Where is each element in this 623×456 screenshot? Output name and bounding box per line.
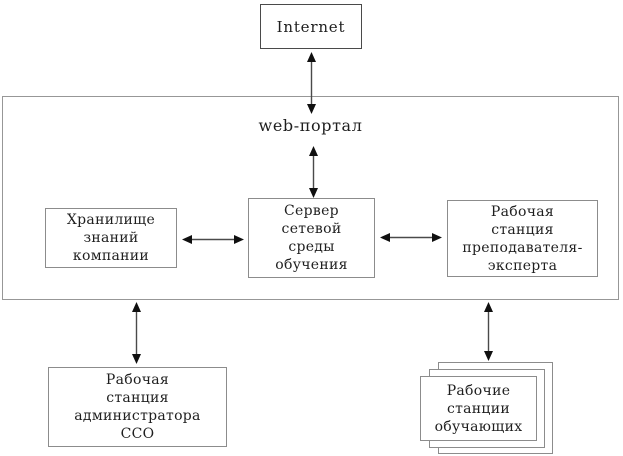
- expert-workstation-label: Рабочая станция преподавателя- эксперта: [462, 203, 583, 274]
- expert-workstation-node: Рабочая станция преподавателя- эксперта: [447, 200, 598, 277]
- admin-workstation-label: Рабочая станция администратора ССО: [74, 372, 201, 442]
- learner-workstations-stack: Рабочие станции обучающих: [420, 362, 554, 456]
- double-arrow-boundary-admin: [132, 302, 141, 364]
- internet-node: Internet: [260, 4, 362, 49]
- knowledge-store-label: Хранилище знаний компании: [66, 212, 156, 264]
- admin-workstation-node: Рабочая станция администратора ССО: [48, 367, 227, 447]
- double-arrow-internet-portal: [307, 52, 316, 114]
- web-portal-label: web-портал: [258, 116, 363, 135]
- learning-server-node: Сервер сетевой среды обучения: [248, 198, 375, 278]
- learner-workstations-label: Рабочие станции обучающих: [434, 382, 523, 435]
- double-arrow-portal-server: [309, 146, 318, 198]
- learning-server-label: Сервер сетевой среды обучения: [275, 203, 348, 273]
- learner-workstations-node: Рабочие станции обучающих: [420, 376, 537, 441]
- knowledge-store-node: Хранилище знаний компании: [45, 208, 177, 268]
- double-arrow-store-server: [182, 235, 244, 244]
- internet-label: Internet: [276, 17, 346, 36]
- double-arrow-server-expert: [380, 233, 442, 242]
- double-arrow-boundary-learners: [484, 302, 493, 361]
